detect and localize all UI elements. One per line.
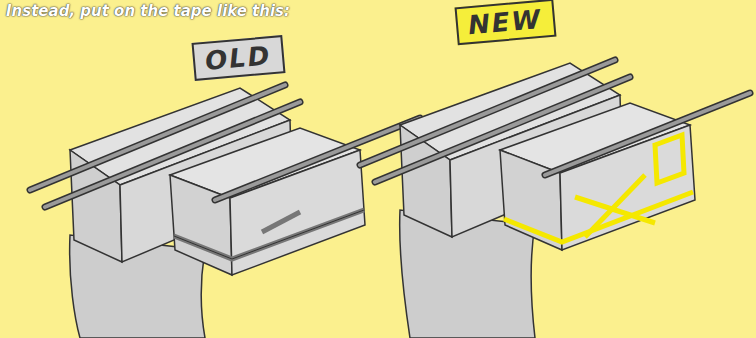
box-label: NEW	[467, 6, 544, 38]
label-box: NEW	[454, 0, 556, 45]
box-label: OLD	[203, 42, 272, 74]
label-box: OLD	[191, 35, 285, 81]
old-taping-figure	[30, 85, 420, 338]
instruction-text: Instead, put on the tape like this:	[6, 2, 290, 20]
new-taping-figure	[360, 60, 750, 338]
